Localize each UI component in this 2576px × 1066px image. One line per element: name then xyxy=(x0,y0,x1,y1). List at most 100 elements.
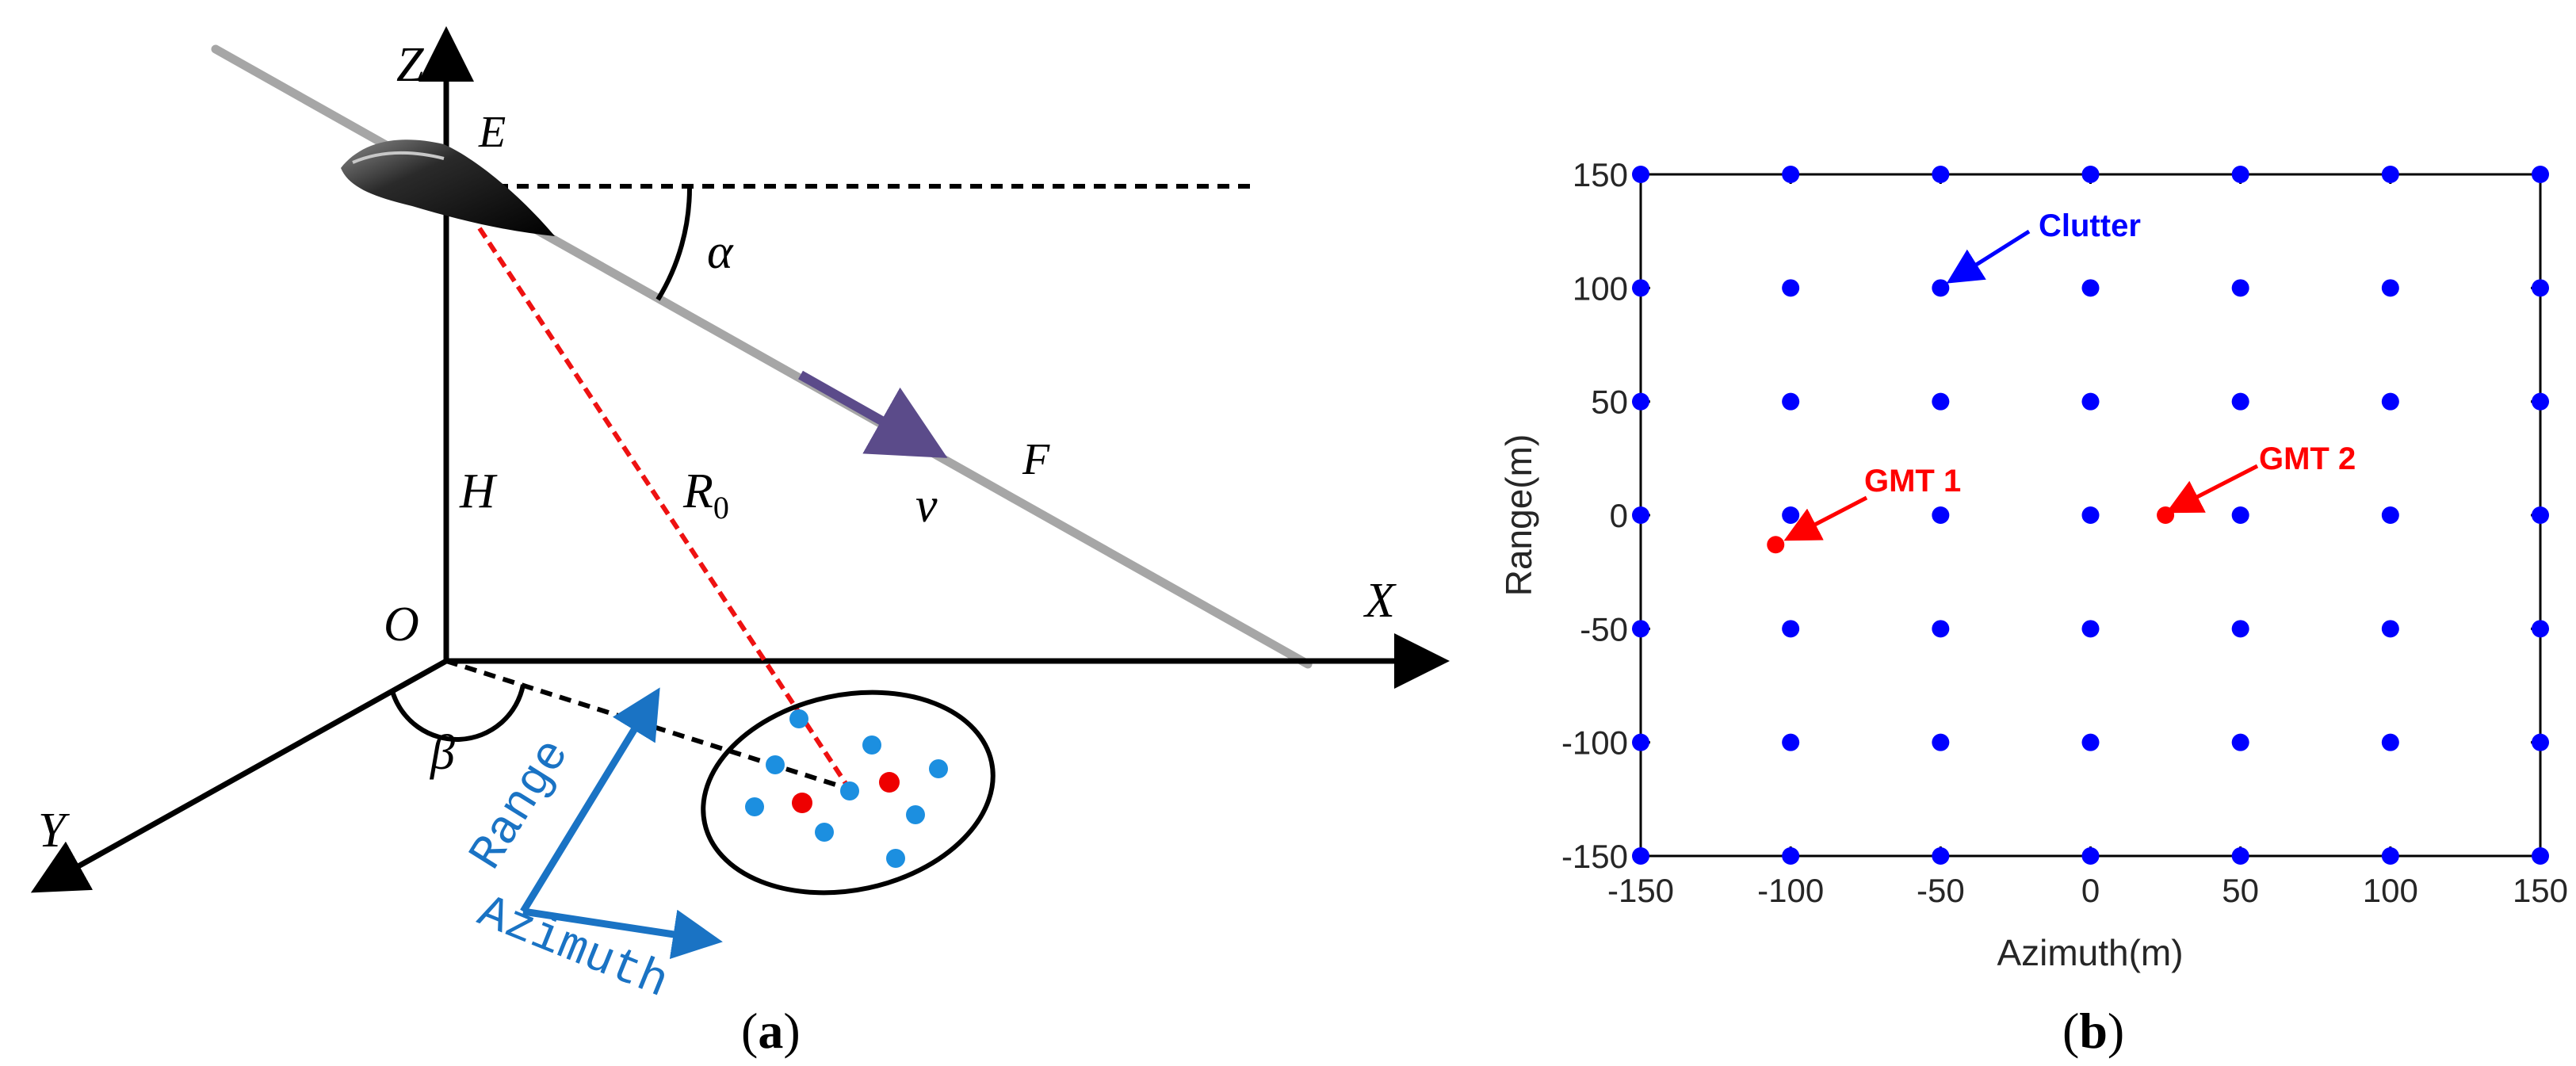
alpha-angle-arc xyxy=(655,185,693,301)
y-tick-label: -100 xyxy=(1561,724,1628,762)
y-axis xyxy=(30,658,448,893)
x-tick-label: -150 xyxy=(1607,872,1674,909)
gmt2-annotation-arrow xyxy=(2165,464,2259,514)
clutter-point xyxy=(2081,392,2100,411)
clutter-point xyxy=(2532,166,2549,183)
clutter-point xyxy=(2231,506,2249,524)
clutter-point xyxy=(1632,847,1649,865)
gmt2-annotation: GMT 2 xyxy=(2259,441,2356,476)
y-tick-label: 100 xyxy=(1573,269,1628,307)
panel-b-caption: (b) xyxy=(2062,1003,2124,1059)
clutter-annotation-arrow xyxy=(1946,229,2031,284)
velocity-arrow xyxy=(798,370,948,458)
clutter-point xyxy=(1782,506,1800,524)
clutter-point xyxy=(2532,392,2549,411)
alpha-label: α xyxy=(707,225,734,279)
clutter-point xyxy=(2231,847,2249,865)
beta-angle-arc xyxy=(390,684,526,742)
clutter-point xyxy=(2381,392,2399,411)
scene-clutter-point xyxy=(906,805,925,824)
x-axis-title: Azimuth(m) xyxy=(1997,932,2183,973)
clutter-point xyxy=(1932,506,1950,524)
clutter-point xyxy=(2532,506,2549,524)
clutter-point xyxy=(1782,620,1800,638)
x-tick-label: 0 xyxy=(2081,872,2100,909)
x-tick-label: -100 xyxy=(1757,872,1824,909)
clutter-point xyxy=(1782,847,1800,865)
clutter-point xyxy=(2081,506,2100,524)
clutter-point xyxy=(1632,733,1649,751)
panel-b-caption-close: ) xyxy=(2108,1003,2124,1059)
y-tick-label: 150 xyxy=(1573,156,1628,193)
x-tick-label: 150 xyxy=(2513,872,2568,909)
clutter-point xyxy=(1932,166,1950,183)
clutter-point xyxy=(1782,733,1800,751)
scene-clutter-point xyxy=(886,849,905,868)
clutter-point xyxy=(2381,847,2399,865)
scene-target-point xyxy=(792,793,812,813)
x-tick-label: -50 xyxy=(1917,872,1965,909)
panel-a-caption-letter: a xyxy=(758,1003,783,1059)
range-direction-label: Range xyxy=(460,730,581,880)
clutter-point xyxy=(1782,166,1800,183)
gmt1-point xyxy=(1767,536,1785,554)
clutter-point xyxy=(2081,620,2100,638)
clutter-point xyxy=(2381,166,2399,183)
velocity-label: v xyxy=(915,479,938,533)
slant-range-subscript: 0 xyxy=(713,490,729,525)
clutter-point xyxy=(1632,166,1649,183)
clutter-point xyxy=(1632,620,1649,638)
clutter-point xyxy=(2381,620,2399,638)
clutter-point xyxy=(1632,392,1649,411)
clutter-point xyxy=(2532,847,2549,865)
clutter-point xyxy=(1632,279,1649,297)
clutter-point xyxy=(2231,166,2249,183)
height-label: H xyxy=(459,464,498,518)
x-tick-label: 50 xyxy=(2222,872,2259,909)
clutter-point xyxy=(1932,620,1950,638)
y-axis-title: Range(m) xyxy=(1498,434,1539,597)
scene-target-point xyxy=(879,772,900,793)
panel-a-caption-close: ) xyxy=(783,1003,800,1059)
slant-range-label: R0 xyxy=(682,464,729,525)
scene-clutter-point xyxy=(840,781,859,800)
clutter-point xyxy=(2532,279,2549,297)
clutter-annotation: Clutter xyxy=(2039,208,2141,243)
scene-clutter-point xyxy=(745,797,764,816)
start-point-label: E xyxy=(478,108,506,157)
slant-range-line xyxy=(477,227,849,786)
x-axis-label: X xyxy=(1363,574,1397,628)
gmt1-annotation-arrow xyxy=(1783,495,1868,541)
clutter-point xyxy=(2081,166,2100,183)
clutter-point xyxy=(2381,279,2399,297)
flight-path xyxy=(211,44,1313,669)
scene-clutter-point xyxy=(929,759,948,778)
azimuth-direction-label: Azimuth xyxy=(470,886,675,1011)
y-tick-label: 0 xyxy=(1610,497,1628,534)
scene-clutter-point xyxy=(789,709,808,728)
clutter-point xyxy=(1632,506,1649,524)
clutter-point xyxy=(2081,847,2100,865)
clutter-point xyxy=(2081,733,2100,751)
azimuth-direction-arrow xyxy=(522,907,723,960)
clutter-point xyxy=(1782,279,1800,297)
clutter-point xyxy=(1782,392,1800,411)
clutter-point xyxy=(2081,279,2100,297)
y-tick-label: -50 xyxy=(1580,610,1628,648)
geometry-panel: Z X Y O E F H R0 v α β Range Azimuth (a) xyxy=(30,26,1450,1059)
end-point-label: F xyxy=(1022,435,1050,484)
y-tick-label: -150 xyxy=(1561,838,1628,875)
range-direction-arrow xyxy=(520,687,660,914)
panel-b-caption-open: ( xyxy=(2062,1003,2079,1059)
y-axis-label: Y xyxy=(38,804,70,858)
panel-b-caption-letter: b xyxy=(2079,1003,2108,1059)
clutter-point xyxy=(2231,279,2249,297)
clutter-point xyxy=(2231,620,2249,638)
panel-a-caption: (a) xyxy=(741,1003,801,1059)
gmt1-annotation: GMT 1 xyxy=(1864,464,1961,499)
panel-a-caption-open: ( xyxy=(741,1003,758,1059)
